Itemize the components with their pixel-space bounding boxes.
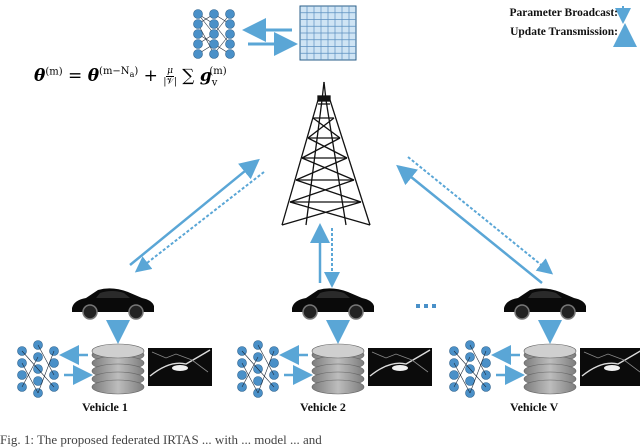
- formula-fraction: μ |𝒱|: [163, 66, 177, 87]
- formula-g-sup: (m): [209, 66, 226, 77]
- downlink-arrow-vehicle-v: [408, 157, 550, 272]
- vehicle-v-label: Vehicle V: [510, 400, 558, 415]
- formula-theta-lhs: θ: [34, 66, 45, 86]
- vehicle-2-label: Vehicle 2: [300, 400, 346, 415]
- vehicle-1-car-icon: [72, 288, 154, 319]
- vehicle-2-sample-image: [368, 348, 432, 386]
- vehicle-2-car-icon: [292, 288, 374, 319]
- formula-theta-rhs: θ: [88, 66, 99, 86]
- aggregation-formula: θ(m) = θ(m−Na) + μ |𝒱| ∑ gv(m): [34, 66, 227, 88]
- vehicle-2-dataset-disk-icon: [312, 344, 364, 394]
- vehicle-1-dataset-disk-icon: [92, 344, 144, 394]
- vehicle-v-sample-image: [580, 348, 640, 386]
- more-vehicles-ellipsis: [416, 304, 436, 308]
- formula-sum: ∑: [182, 66, 194, 86]
- uplink-arrow-vehicle-v: [400, 168, 542, 283]
- formula-g-sub: v: [212, 77, 218, 88]
- vehicle-2-neural-network-icon: [238, 341, 279, 398]
- uplink-arrow-vehicle-1: [130, 162, 256, 265]
- vehicle-v-dataset-disk-icon: [524, 344, 576, 394]
- broadcast-legend: Parameter Broadcast:: [510, 7, 618, 19]
- formula-rhs-sup: (m−N: [99, 66, 130, 77]
- aggregation-grid-icon: [300, 6, 356, 60]
- formula-frac-num: μ: [166, 66, 174, 77]
- formula-lhs-sup: (m): [45, 66, 62, 77]
- vehicle-v-neural-network-icon: [450, 341, 491, 398]
- downlink-arrow-vehicle-1: [138, 172, 264, 270]
- vehicle-2-group: [238, 288, 433, 397]
- figure-caption: Fig. 1: The proposed federated IRTAS ...…: [0, 432, 322, 448]
- vehicle-1-sample-image: [148, 348, 212, 386]
- broadcast-legend-label: Parameter Broadcast:: [510, 7, 618, 19]
- update-legend: Update Transmission:: [510, 26, 618, 38]
- formula-rhs-sub: a: [130, 70, 135, 79]
- cell-tower-icon: [282, 82, 370, 225]
- update-legend-label: Update Transmission:: [510, 26, 618, 38]
- vehicle-1-group: [18, 288, 213, 397]
- vehicle-1-label: Vehicle 1: [82, 400, 128, 415]
- vehicle-v-group: [450, 288, 640, 397]
- vehicle-1-neural-network-icon: [18, 341, 59, 398]
- vehicle-v-car-icon: [504, 288, 586, 319]
- server-neural-network-icon: [194, 10, 235, 59]
- formula-frac-den: |𝒱|: [163, 77, 177, 87]
